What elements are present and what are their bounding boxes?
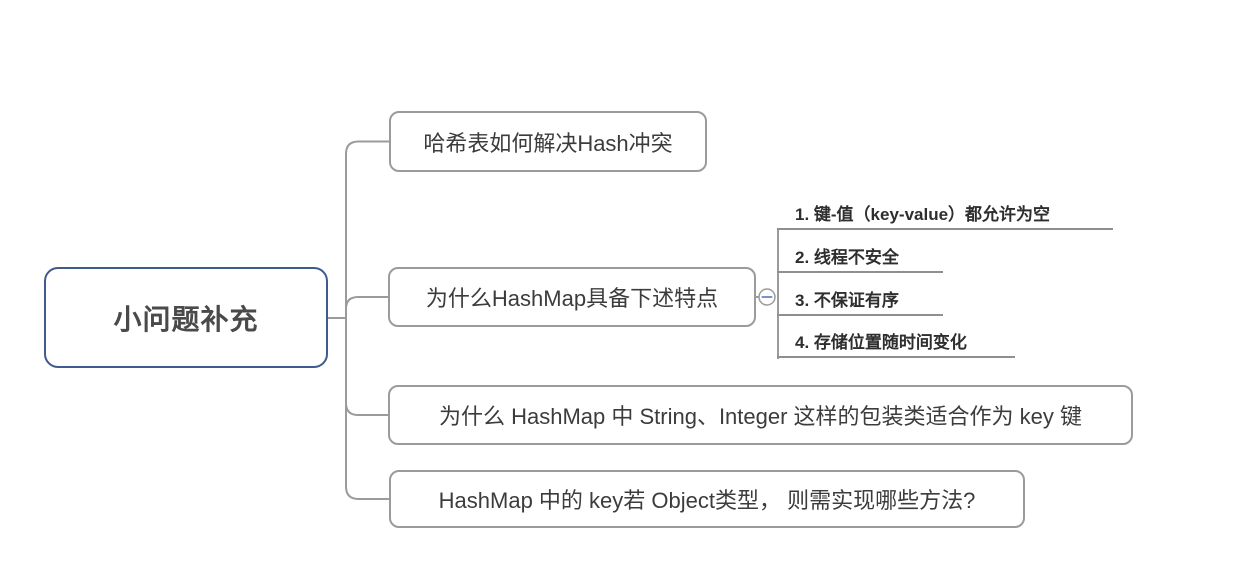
branch-node-label: HashMap 中的 key若 Object类型， 则需实现哪些方法?: [438, 488, 976, 513]
branch-node-hash-collision[interactable]: 哈希表如何解决Hash冲突: [389, 111, 707, 172]
branch-node-object-key-methods[interactable]: HashMap 中的 key若 Object类型， 则需实现哪些方法?: [389, 470, 1025, 528]
branch-node-label: 为什么 HashMap 中 String、Integer 这样的包装类适合作为 …: [438, 404, 1083, 429]
subitem-not-thread-safe[interactable]: 2. 线程不安全: [777, 239, 943, 273]
branch-node-wrapper-class-key[interactable]: 为什么 HashMap 中 String、Integer 这样的包装类适合作为 …: [388, 385, 1133, 445]
subitem-no-order-guarantee[interactable]: 3. 不保证有序: [777, 282, 943, 316]
branch-node-label: 哈希表如何解决Hash冲突: [423, 130, 673, 156]
connector-branch-2: [345, 296, 389, 318]
connector-branch-3: [345, 318, 389, 416]
branch-node-hashmap-features[interactable]: 为什么HashMap具备下述特点: [388, 267, 756, 327]
subitem-label: 1. 键-值（key-value）都允许为空: [795, 204, 1051, 224]
branch-node-label: 为什么HashMap具备下述特点: [425, 286, 719, 311]
connector-branch-4: [345, 318, 390, 500]
subitem-storage-position-changes[interactable]: 4. 存储位置随时间变化: [777, 324, 1015, 358]
root-node-label: 小问题补充: [113, 303, 259, 335]
subitem-label: 3. 不保证有序: [795, 290, 899, 310]
subitem-key-value-null[interactable]: 1. 键-值（key-value）都允许为空: [777, 196, 1113, 230]
root-node[interactable]: 小问题补充: [44, 267, 328, 368]
subitem-label: 2. 线程不安全: [795, 247, 899, 267]
subitem-label: 4. 存储位置随时间变化: [795, 332, 967, 352]
minus-circle-icon[interactable]: [758, 288, 776, 306]
connector-branch-1: [345, 140, 390, 318]
